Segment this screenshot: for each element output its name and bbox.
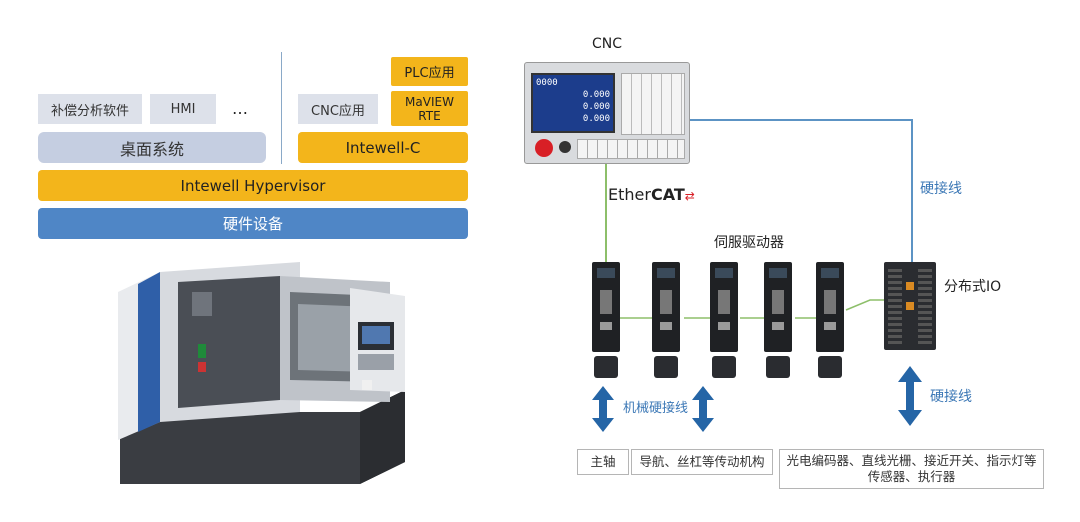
ethercat-prefix: Ether [608,185,651,204]
intewell-c-label: Intewell-C [345,138,421,157]
emergency-stop-icon [535,139,553,157]
app-compensation-label: 补偿分析软件 [50,103,129,119]
apps-ellipsis: … [232,99,248,118]
hardwire-bottom-label: 硬接线 [930,389,972,405]
spindle-box: 主轴 [577,449,629,475]
desktop-system-label: 桌面系统 [119,139,184,159]
desktop-system-bar: 桌面系统 [38,132,266,163]
servo-display-icon [769,268,787,278]
servo-connector-icon [772,290,784,314]
guides-box: 导航、丝杠等传动机构 [631,449,773,475]
cnc-function-keys [577,139,685,159]
servo-connector-icon [600,290,612,314]
spindle-label: 主轴 [590,454,616,469]
servo-display-icon [597,268,615,278]
servo-port-icon [718,322,730,330]
maview-rte-box: MaVIEW RTE [391,91,468,126]
servo-motor-icon [712,356,736,378]
io-led-icon [906,302,914,310]
maview-label: MaVIEW [405,94,454,109]
cnc-label: CNC [592,36,623,52]
hardware-label: 硬件设备 [222,215,283,233]
cnc-screen: 0000 0.000 0.000 0.000 [531,73,615,133]
arrow-spindle-icon [592,386,614,432]
servo-port-icon [660,322,672,330]
servo-motor-icon [818,356,842,378]
cnc-screen-line-2: 0.000 [582,90,610,100]
guides-label: 导航、丝杠等传动机构 [639,454,765,469]
hypervisor-label: Intewell Hypervisor [180,176,326,195]
knob-icon [559,141,571,153]
mechanical-hardwire-label: 机械硬接线 [623,401,689,416]
cnc-lathe-machine-image [118,262,405,484]
servo-connector-icon [660,290,672,314]
cnc-screen-line-1: 0000 [536,78,558,88]
servo-drive [592,262,620,352]
app-hmi: HMI [150,94,216,124]
servo-drive-label: 伺服驱动器 [714,235,784,251]
sensors-box: 光电编码器、直线光栅、接近开关、指示灯等 传感器、执行器 [779,449,1044,489]
servo-motor-icon [594,356,618,378]
hardwire-top-label: 硬接线 [920,181,962,197]
servo-port-icon [824,322,836,330]
servo-connector-icon [718,290,730,314]
sensors-line-1: 光电编码器、直线光栅、接近开关、指示灯等 [786,453,1037,468]
ethercat-arrows-icon: ⇄ [684,189,695,203]
servo-drive [816,262,844,352]
plc-app-box: PLC应用 [391,57,468,86]
ethercat-suffix: CAT [650,185,685,204]
servo-port-icon [600,322,612,330]
servo-display-icon [657,268,675,278]
servo-display-icon [715,268,733,278]
ethercat-logo: EtherCAT⇄ [608,185,695,204]
hypervisor-bar: Intewell Hypervisor [38,170,468,201]
io-terminal-right [918,268,932,344]
app-compensation-analysis: 补偿分析软件 [38,94,142,124]
plc-app-label: PLC应用 [404,66,455,81]
cnc-screen-line-4: 0.000 [582,114,610,124]
sensors-line-2: 传感器、执行器 [867,469,956,484]
distributed-io-label: 分布式IO [944,279,1002,295]
hardware-bar: 硬件设备 [38,208,468,239]
intewell-c-bar: Intewell-C [298,132,468,163]
stack-divider [281,52,282,164]
servo-motor-icon [654,356,678,378]
app-cnc: CNC应用 [298,94,378,124]
servo-motor-icon [766,356,790,378]
cnc-screen-line-3: 0.000 [582,102,610,112]
app-hmi-label: HMI [170,101,196,117]
app-cnc-label: CNC应用 [311,103,365,119]
io-terminal-left [888,268,902,344]
servo-drive [652,262,680,352]
servo-port-icon [772,322,784,330]
servo-drive [764,262,792,352]
servo-display-icon [821,268,839,278]
servo-drive [710,262,738,352]
rte-label: RTE [418,108,441,123]
arrow-io-icon [898,366,922,426]
servo-connector-icon [824,290,836,314]
cnc-keypad [621,73,685,135]
arrow-guides-icon [692,386,714,432]
io-led-icon [906,282,914,290]
distributed-io-unit [884,262,936,350]
cnc-controller: 0000 0.000 0.000 0.000 [524,62,690,164]
